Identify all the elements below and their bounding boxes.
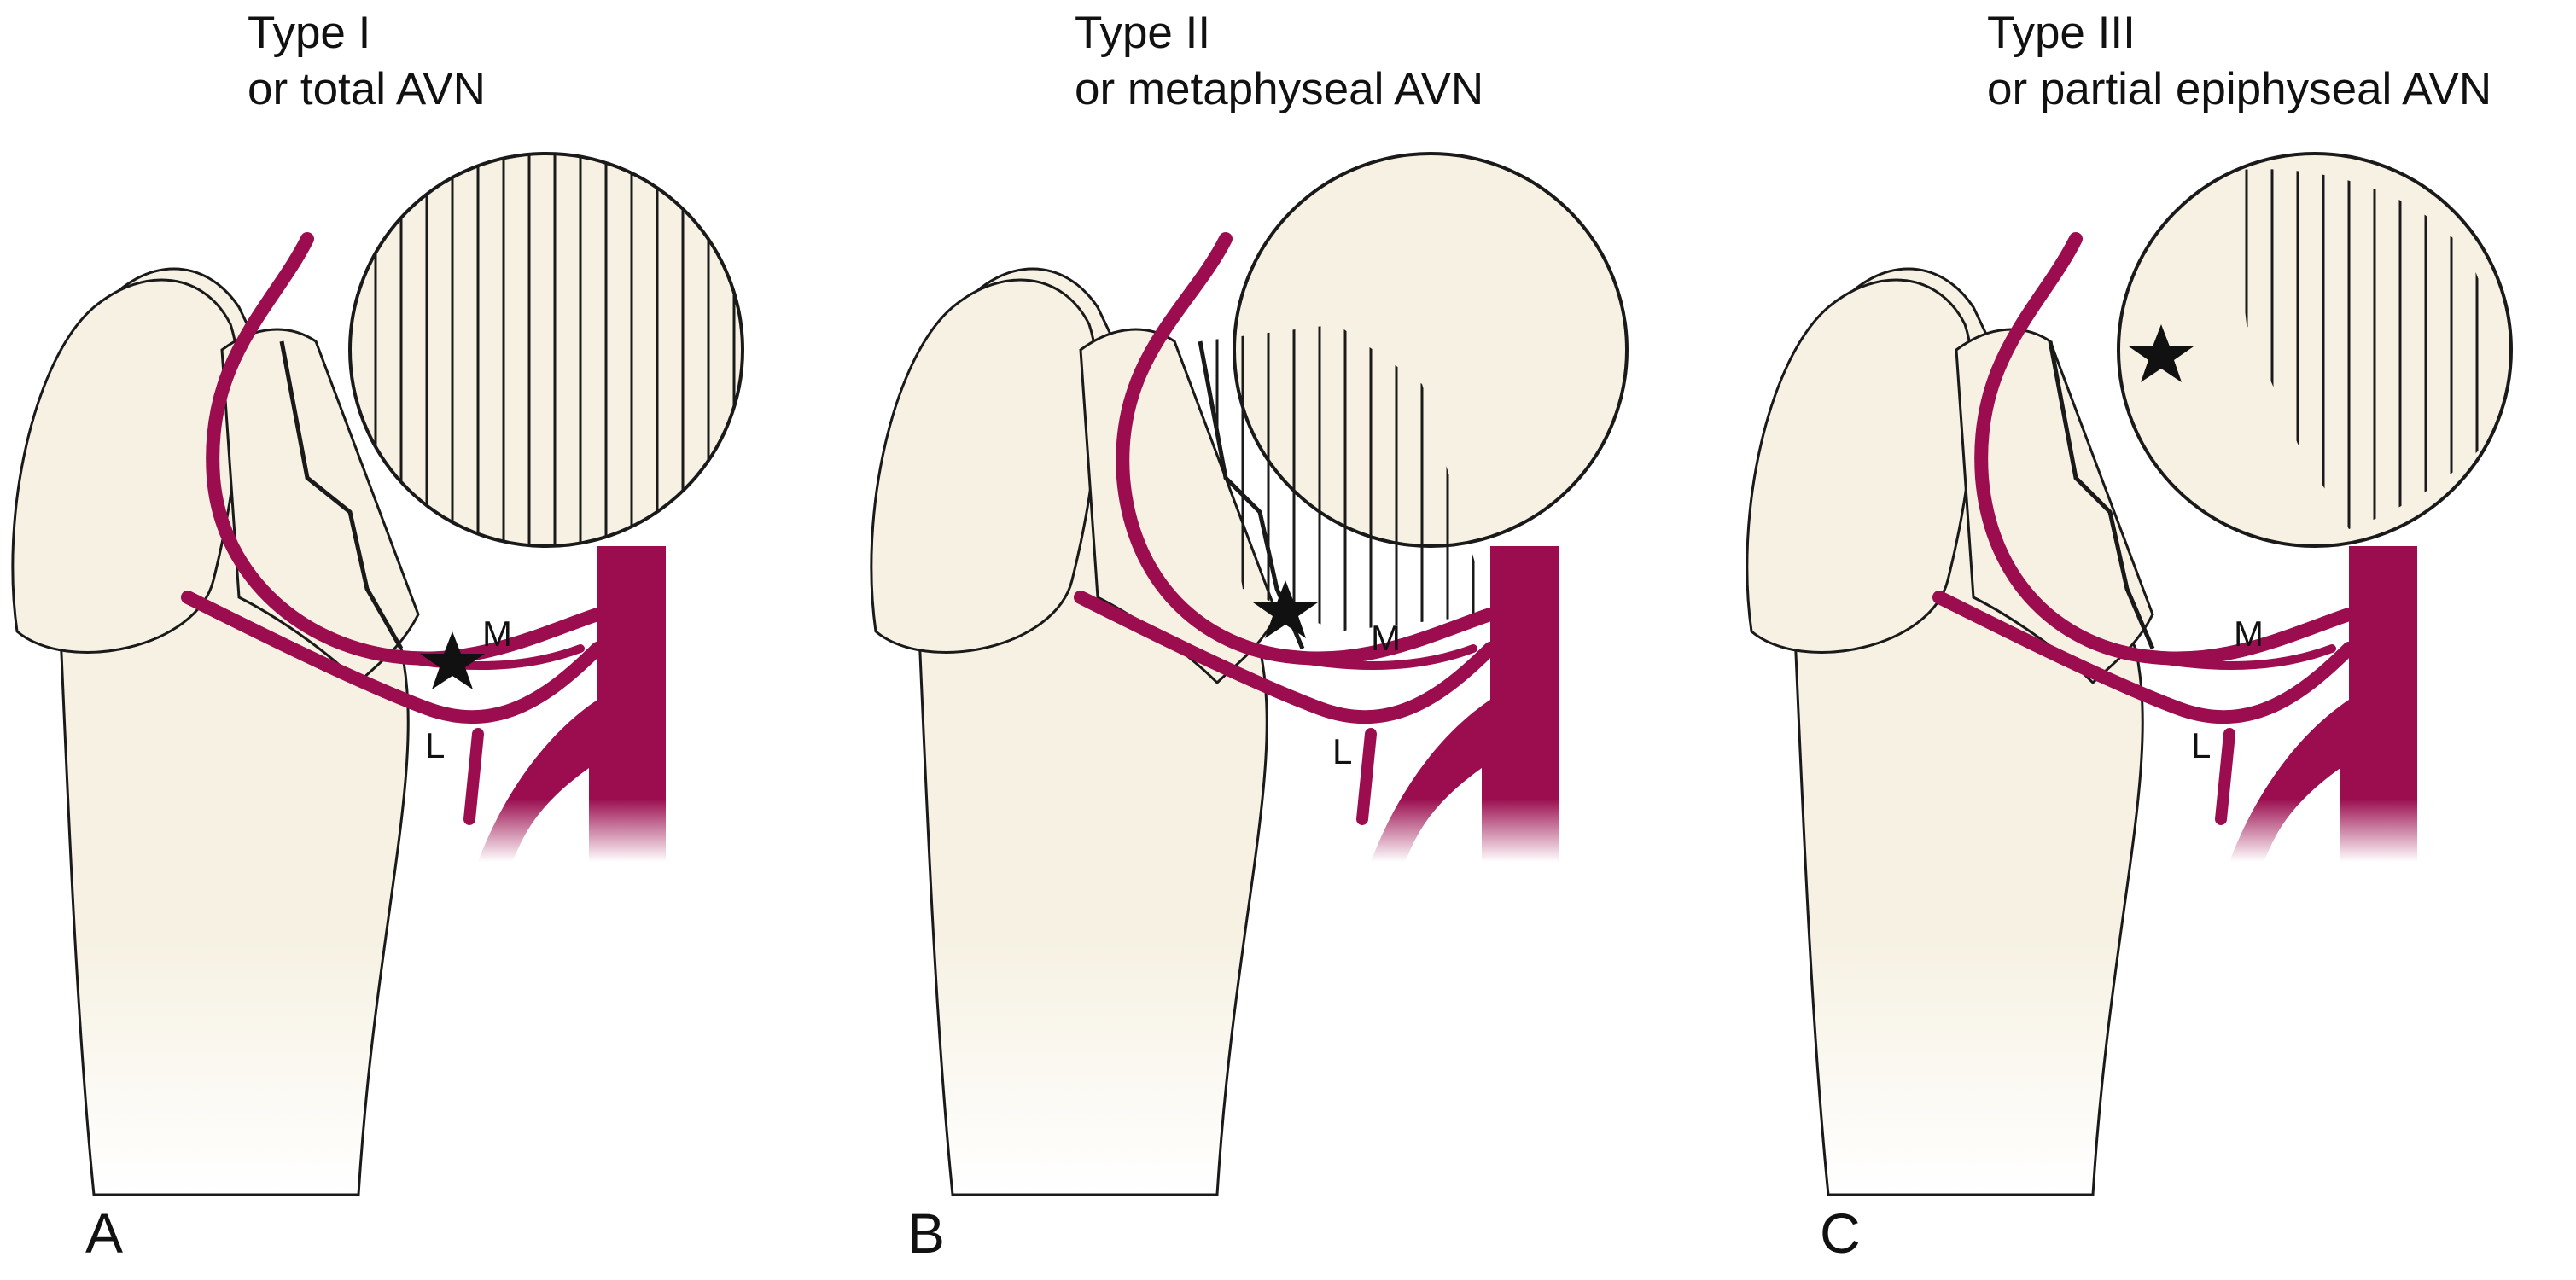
- panel-title: Type II or metaphyseal AVN: [1075, 5, 1483, 118]
- femur-illustration: M L: [870, 152, 1629, 1196]
- star-marker: [420, 631, 485, 689]
- panel-title-line1: Type III: [1987, 8, 2136, 58]
- greater-trochanter: [11, 278, 241, 654]
- panel-letter: C: [1820, 1201, 1861, 1265]
- femoral-head: [2117, 152, 2513, 548]
- panel-c: Type III or partial epiphyseal AVN: [1717, 0, 2576, 1280]
- panel-title-line2: or partial epiphyseal AVN: [1987, 64, 2492, 114]
- panel-letter: A: [85, 1201, 124, 1265]
- panel-title-line1: Type II: [1075, 8, 1211, 58]
- femur-illustration: M L: [11, 152, 744, 1196]
- vessel-label-lateral: L: [425, 725, 445, 765]
- retinacular-vessels: [1074, 232, 1497, 825]
- retinacular-vessels: [181, 232, 604, 825]
- femoral-neck: [1955, 328, 2154, 685]
- panel-a: Type I or total AVN: [0, 0, 859, 1280]
- femoral-head: [1233, 152, 1629, 548]
- greater-trochanter: [1746, 278, 1975, 654]
- femoral-artery: [1371, 546, 1559, 862]
- femur-illustration: M L: [1746, 152, 2513, 1196]
- panel-title-line2: or metaphyseal AVN: [1075, 64, 1484, 114]
- fracture-line: [279, 340, 404, 650]
- panel-title: Type I or total AVN: [248, 5, 486, 118]
- vessel-label-medial: M: [482, 614, 512, 654]
- star-marker: [1253, 580, 1318, 638]
- panel-title: Type III or partial epiphyseal AVN: [1987, 5, 2491, 118]
- panel-title-line1: Type I: [248, 8, 371, 58]
- vessel-label-lateral: L: [2191, 725, 2211, 765]
- panel-title-line2: or total AVN: [248, 64, 486, 114]
- retinacular-vessels: [1932, 232, 2356, 825]
- panel-letter: B: [907, 1201, 946, 1265]
- fracture-line: [2048, 340, 2155, 649]
- greater-trochanter: [870, 278, 1099, 654]
- vessel-label-medial: M: [1371, 618, 1401, 658]
- vessel-label-medial: M: [2234, 614, 2264, 654]
- femoral-artery: [478, 546, 666, 862]
- femoral-artery: [2229, 546, 2417, 862]
- vessel-label-lateral: L: [1332, 731, 1352, 771]
- panel-b: Type II or metaphyseal AVN: [859, 0, 1717, 1280]
- star-marker: [2129, 324, 2194, 382]
